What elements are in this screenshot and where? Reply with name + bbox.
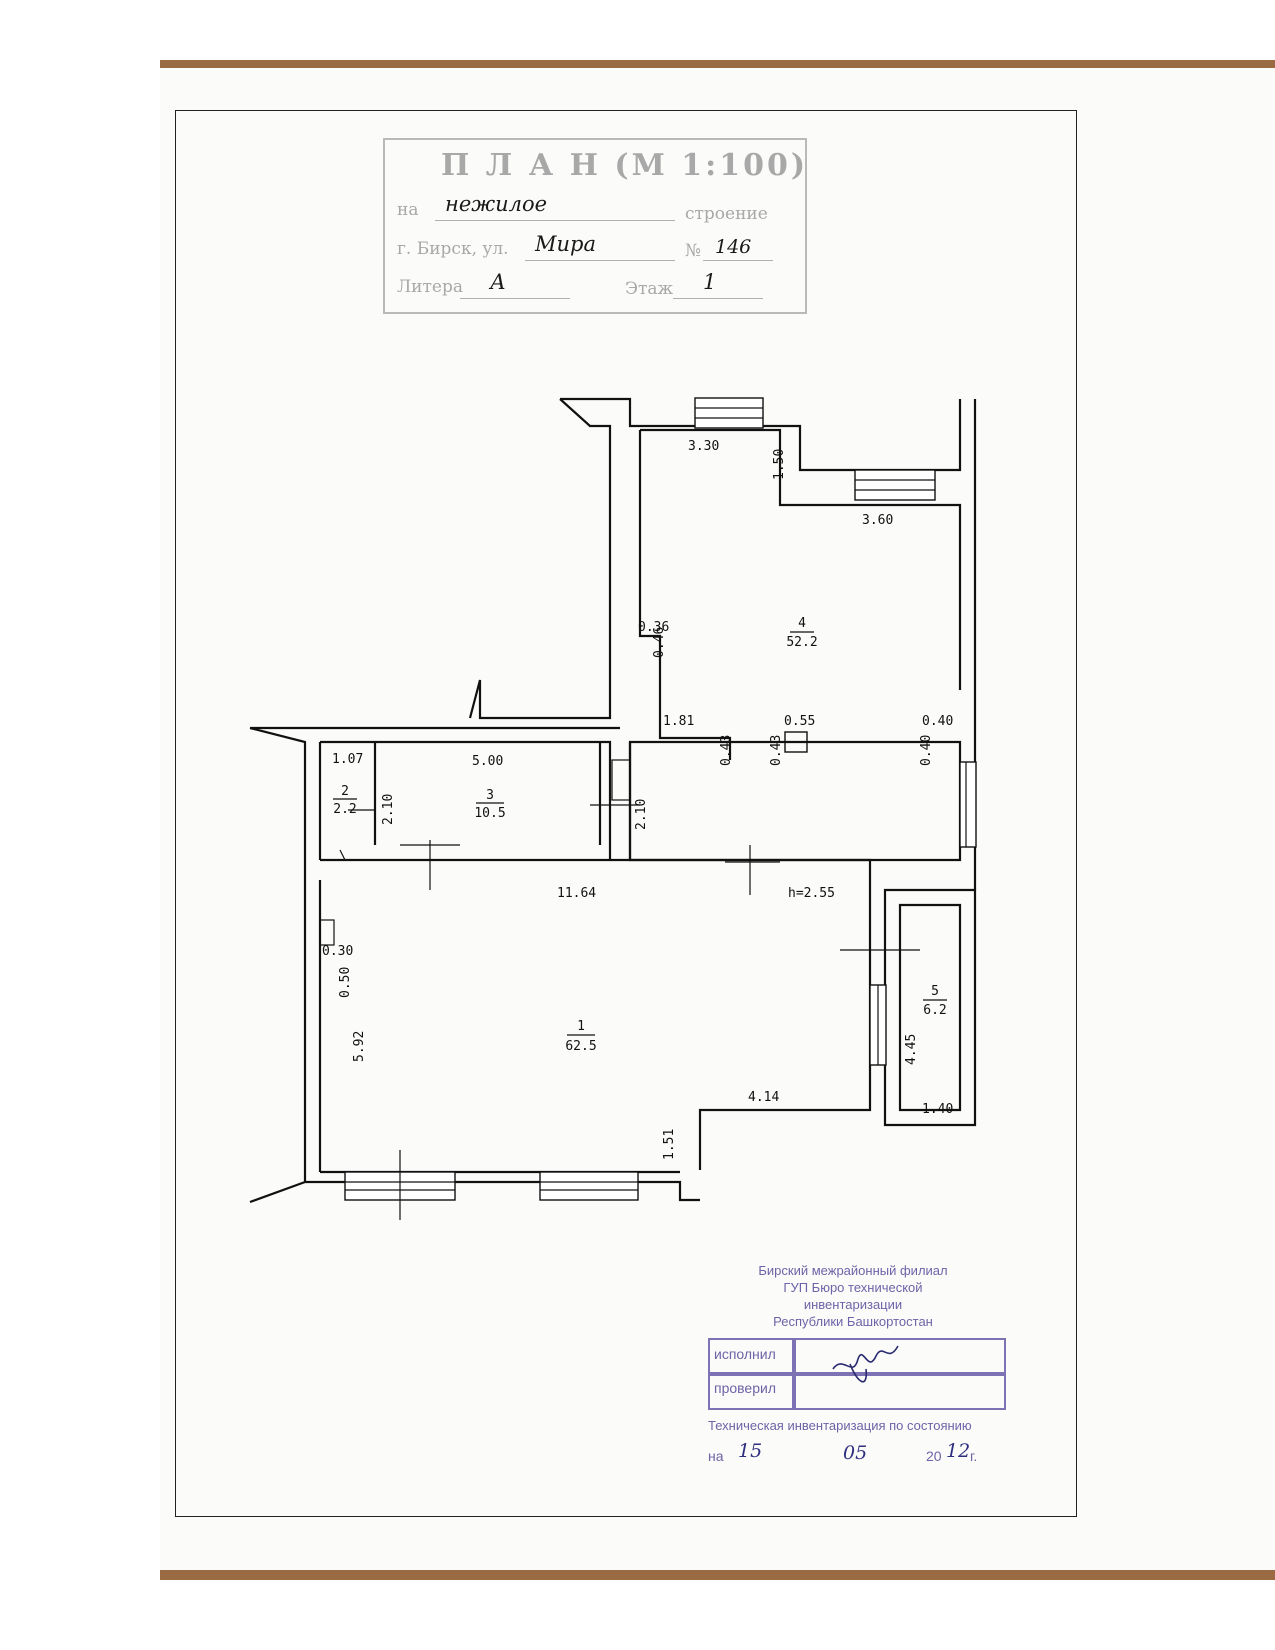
dim-036: 0.36 xyxy=(638,620,669,635)
column-055 xyxy=(784,731,808,753)
wall-room3-sides xyxy=(373,742,602,845)
bureau-stamp: Бирский межрайонный филиал ГУП Бюро техн… xyxy=(708,1262,1008,1490)
plan-title: П Л А Н (М 1:100) xyxy=(441,148,809,183)
dim-592: 5.92 xyxy=(352,1031,367,1062)
dim-151: 1.51 xyxy=(662,1129,677,1160)
label-etazh: Этаж xyxy=(625,279,674,299)
dim-181: 1.81 xyxy=(663,714,694,729)
org-line-3: инвентаризации xyxy=(803,1297,903,1312)
dim-360: 3.60 xyxy=(862,513,893,528)
label-no: № xyxy=(685,241,702,261)
dim-046: 0.46 xyxy=(652,627,667,658)
value-no: 146 xyxy=(715,236,752,258)
windows xyxy=(344,397,977,1201)
wall-room1-right xyxy=(320,858,872,1170)
room-1-num: 1 xyxy=(577,1019,585,1034)
dim-500: 5.00 xyxy=(472,754,503,769)
dim-210a: 2.10 xyxy=(381,794,396,825)
org-line-4: Республики Башкортостан xyxy=(773,1314,933,1329)
label-executed: исполнил xyxy=(714,1346,776,1362)
dim-445: 4.45 xyxy=(904,1034,919,1065)
dim-043b: 0.43 xyxy=(769,735,784,766)
dim-040a: 0.40 xyxy=(922,714,953,729)
executed-box xyxy=(708,1338,796,1376)
wall-room4-top xyxy=(640,428,962,690)
dim-043a: 0.43 xyxy=(719,735,734,766)
room-3-num: 3 xyxy=(486,788,494,803)
year-suffix: г. xyxy=(970,1448,978,1464)
outer-walls xyxy=(249,397,977,1204)
date-month: 05 xyxy=(843,1442,868,1464)
date-day: 15 xyxy=(738,1440,763,1462)
dim-107: 1.07 xyxy=(332,752,363,767)
window-top-2 xyxy=(854,469,936,501)
label-stroenie: строение xyxy=(685,204,768,224)
checked-box xyxy=(708,1372,796,1410)
room-2-num: 2 xyxy=(341,784,349,799)
room4-lower xyxy=(628,740,962,862)
underline-litera xyxy=(460,298,570,299)
underline-na xyxy=(435,220,675,221)
org-line-2: ГУП Бюро технической xyxy=(783,1280,923,1295)
value-street: Мира xyxy=(535,232,596,256)
dim-030: 0.30 xyxy=(322,944,353,959)
label-na: на xyxy=(397,200,419,220)
paper-sheet xyxy=(160,68,1275,1570)
wall-room4-left xyxy=(638,430,732,760)
dimension-labels: 3.30 1.50 3.60 0.36 0.46 1.81 0.43 0.55 … xyxy=(322,439,953,1160)
room-1-area: 62.5 xyxy=(565,1039,596,1054)
drawing-frame xyxy=(175,110,1077,1517)
dim-210b: 2.10 xyxy=(634,799,649,830)
executed-sign-box xyxy=(792,1338,1006,1376)
label-day: на xyxy=(708,1448,724,1464)
window-top-1 xyxy=(694,397,764,429)
inventory-text: Техническая инвентаризация по состоянию xyxy=(708,1418,972,1433)
dim-140: 1.40 xyxy=(922,1102,953,1117)
underline-no xyxy=(703,260,773,261)
dim-150: 1.50 xyxy=(772,449,787,480)
window-right xyxy=(959,761,977,848)
year-prefix: 20 xyxy=(926,1448,942,1464)
title-stamp: П Л А Н (М 1:100) на нежилое строение г.… xyxy=(383,138,807,314)
underline-etazh xyxy=(673,298,763,299)
dim-414: 4.14 xyxy=(748,1090,779,1105)
dim-055: 0.55 xyxy=(784,714,815,729)
window-bottom-2 xyxy=(539,1171,639,1201)
dim-050: 0.50 xyxy=(338,967,353,998)
wall-bottom-outer xyxy=(305,1180,700,1202)
dim-height: h=2.55 xyxy=(788,886,835,901)
dim-040b: 0.40 xyxy=(919,735,934,766)
dim-330: 3.30 xyxy=(688,439,719,454)
dim-1164: 11.64 xyxy=(557,886,596,901)
wall-room23-top xyxy=(320,740,612,860)
wall-upper-left xyxy=(468,398,612,720)
label-address: г. Бирск, ул. xyxy=(397,239,509,259)
room-4-area: 52.2 xyxy=(786,635,817,650)
room-3-area: 10.5 xyxy=(474,806,505,821)
date-year: 12 xyxy=(946,1440,971,1462)
room-5-area: 6.2 xyxy=(923,1003,946,1018)
org-line-1: Бирский межрайонный филиал xyxy=(758,1263,948,1278)
checked-sign-box xyxy=(792,1372,1006,1410)
wall-top-outer xyxy=(560,397,962,472)
underline-street xyxy=(525,260,675,261)
label-litera: Литера xyxy=(397,277,463,297)
room-4-num: 4 xyxy=(798,616,806,631)
value-na: нежилое xyxy=(445,192,548,216)
wall-left-outer xyxy=(249,726,307,1204)
label-checked: проверил xyxy=(714,1380,776,1396)
room5-inner xyxy=(898,903,962,1112)
doors xyxy=(319,731,920,1220)
room-2-area: 2.2 xyxy=(333,802,356,817)
room-5-num: 5 xyxy=(931,984,939,999)
value-litera: А xyxy=(490,270,506,294)
value-etazh: 1 xyxy=(703,270,717,294)
room-labels: 4 52.2 2 2.2 3 10.5 1 62.5 5 6.2 xyxy=(333,616,947,1054)
signature xyxy=(832,1345,899,1383)
